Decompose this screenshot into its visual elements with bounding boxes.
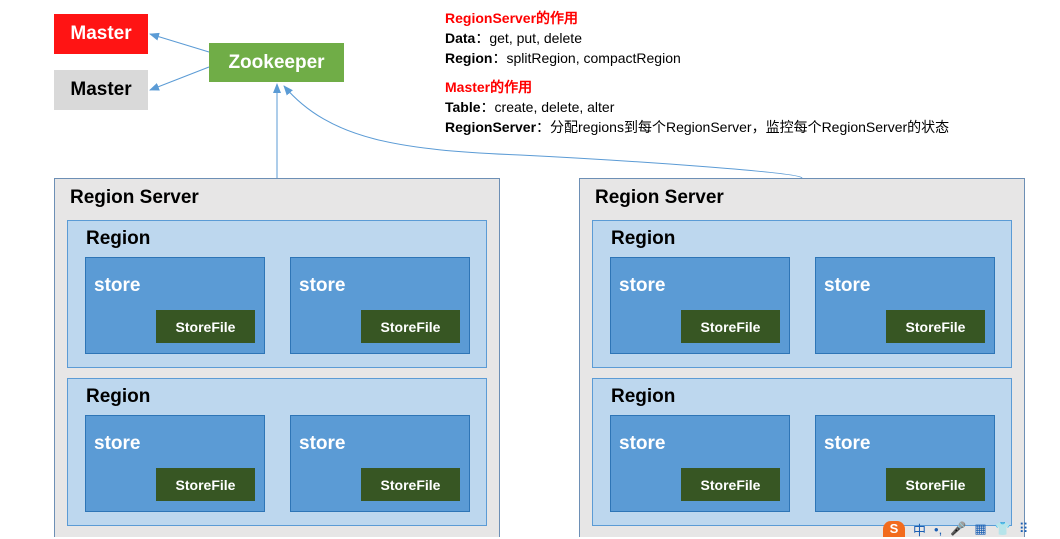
store-title: store [824, 275, 871, 296]
master-table-line: Table：create, delete, alter [445, 97, 949, 117]
master-active: Master [54, 14, 148, 54]
ime-voice-icon[interactable]: 🎤 [950, 521, 967, 536]
region-title: Region [86, 386, 151, 407]
region-server: Region Server Region store StoreFile sto… [54, 178, 500, 537]
store: store StoreFile [815, 415, 995, 512]
storefile: StoreFile [681, 310, 780, 343]
store-title: store [94, 433, 141, 454]
region-title: Region [86, 228, 151, 249]
zookeeper: Zookeeper [209, 43, 344, 82]
region-server: Region Server Region store StoreFile sto… [579, 178, 1025, 537]
sep: ： [492, 50, 507, 66]
zk-to-master-active-line [149, 32, 210, 53]
rs2-to-zk-line [283, 85, 803, 179]
storefile: StoreFile [681, 468, 780, 501]
store-title: store [299, 275, 346, 296]
store-title: store [824, 433, 871, 454]
data-key: Data [445, 30, 476, 46]
regionserver-value: 分配regions到每个RegionServer，监控每个RegionServe… [550, 119, 950, 135]
storefile: StoreFile [361, 468, 460, 501]
store: store StoreFile [610, 415, 790, 512]
ime-punctuation-icon[interactable]: •, [934, 521, 943, 537]
table-value: create, delete, alter [494, 99, 615, 115]
store: store StoreFile [290, 415, 470, 512]
region: Region store StoreFile store StoreFile [67, 220, 487, 368]
store-title: store [619, 275, 666, 296]
ime-skin-icon[interactable]: 👕 [994, 521, 1011, 536]
table-key: Table [445, 99, 481, 115]
master-role-heading: Master的作用 [445, 79, 533, 95]
ime-toolbar[interactable]: S 中 •, 🎤 ▦ 👕 ⠿ [883, 521, 1029, 538]
storefile: StoreFile [156, 468, 255, 501]
store: store StoreFile [815, 257, 995, 354]
region-server-title: Region Server [595, 187, 724, 208]
data-value: get, put, delete [489, 30, 582, 46]
storefile: StoreFile [156, 310, 255, 343]
ime-logo-icon[interactable]: S [883, 521, 905, 537]
ime-language-toggle[interactable]: 中 [913, 522, 927, 538]
sep: ： [536, 119, 551, 135]
region: Region store StoreFile store StoreFile [592, 378, 1012, 526]
region-title: Region [611, 228, 676, 249]
store: store StoreFile [85, 257, 265, 354]
master-standby: Master [54, 70, 148, 110]
store-title: store [299, 433, 346, 454]
store: store StoreFile [290, 257, 470, 354]
regionserver-key: RegionServer [445, 119, 537, 135]
zk-to-master-standby-line [149, 66, 210, 91]
region: Region store StoreFile store StoreFile [592, 220, 1012, 368]
storefile: StoreFile [886, 468, 985, 501]
regionserver-data-line: Data：get, put, delete [445, 28, 949, 48]
sep: ： [475, 30, 490, 46]
master-regionserver-line: RegionServer：分配regions到每个RegionServer，监控… [445, 117, 949, 137]
store: store StoreFile [610, 257, 790, 354]
storefile: StoreFile [361, 310, 460, 343]
sep: ： [480, 99, 495, 115]
region-server-title: Region Server [70, 187, 199, 208]
region: Region store StoreFile store StoreFile [67, 378, 487, 526]
storefile: StoreFile [886, 310, 985, 343]
region-title: Region [611, 386, 676, 407]
role-notes: RegionServer的作用 Data：get, put, delete Re… [445, 8, 949, 137]
regionserver-region-line: Region：splitRegion, compactRegion [445, 48, 949, 68]
store-title: store [94, 275, 141, 296]
ime-keyboard-icon[interactable]: ▦ [974, 521, 987, 536]
store-title: store [619, 433, 666, 454]
region-value: splitRegion, compactRegion [506, 50, 681, 66]
regionserver-role-heading: RegionServer的作用 [445, 10, 579, 26]
store: store StoreFile [85, 415, 265, 512]
ime-tools-icon[interactable]: ⠿ [1018, 521, 1029, 536]
region-key: Region [445, 50, 493, 66]
